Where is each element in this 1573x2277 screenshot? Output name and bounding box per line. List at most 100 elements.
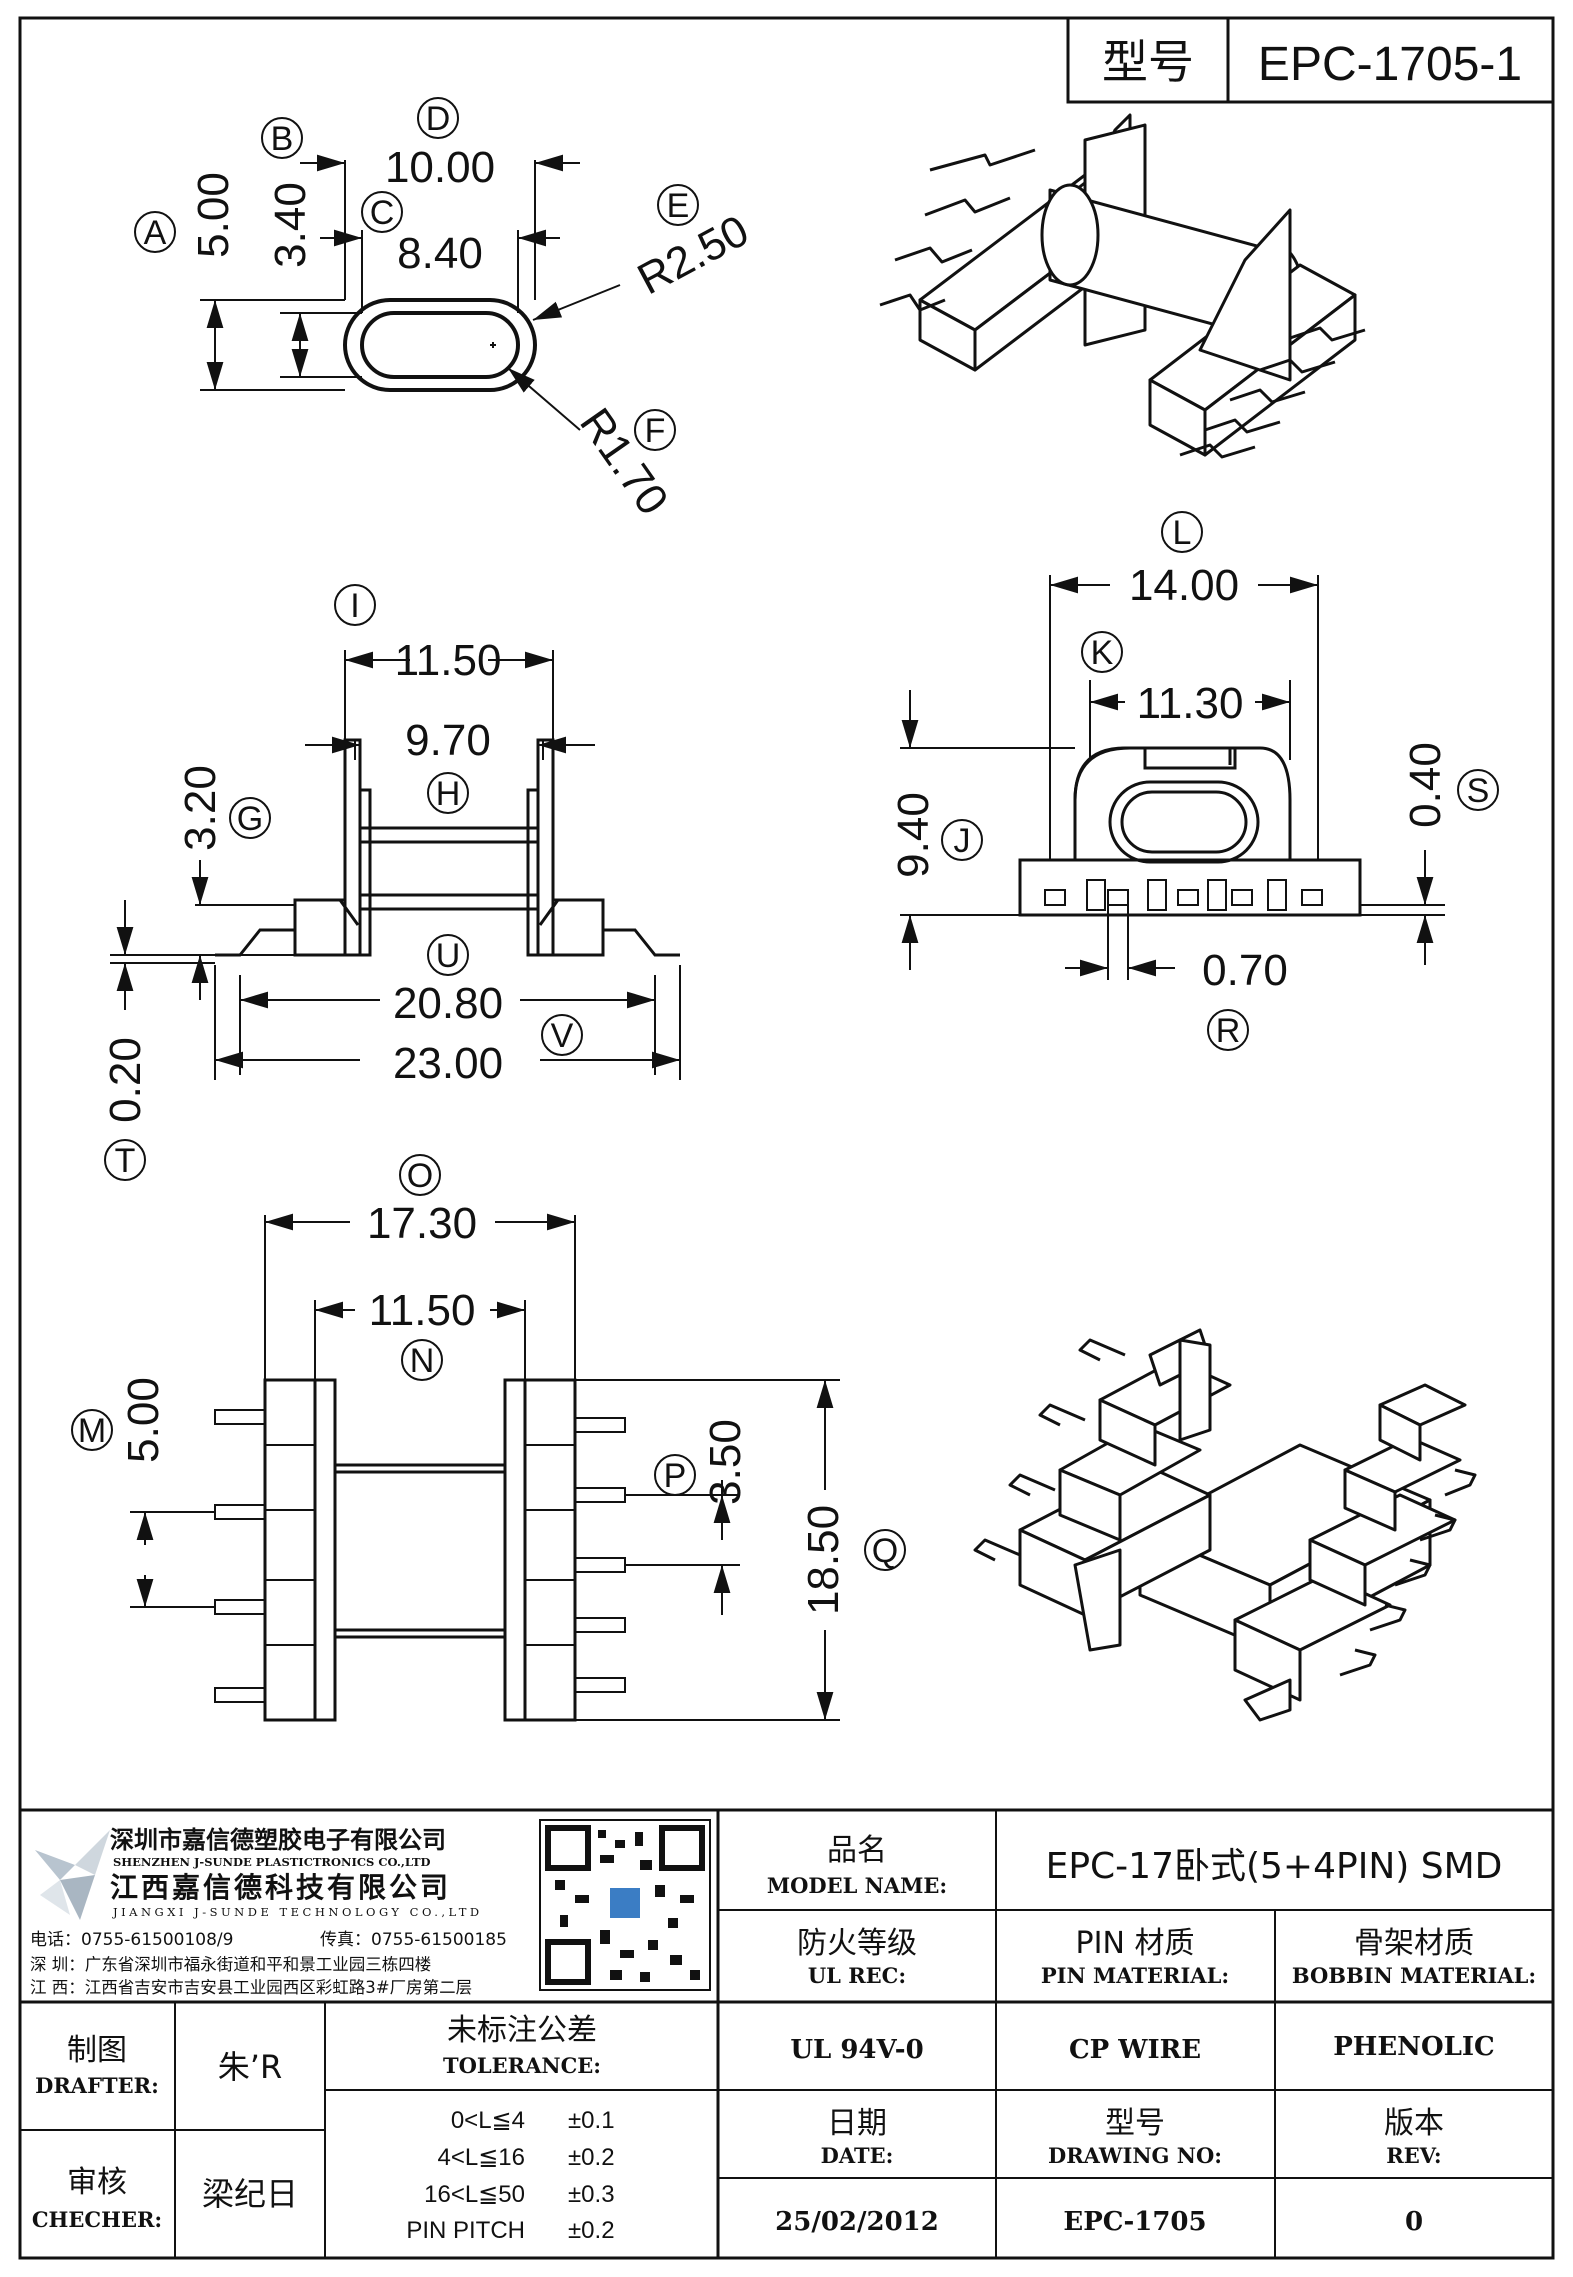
dim-d-letter: D — [426, 100, 451, 138]
rev-en: REV: — [1386, 2143, 1441, 2168]
drawing-no-en: DRAWING NO: — [1048, 2143, 1222, 2168]
checker-en: CHECHER: — [32, 2207, 162, 2232]
dim-p-letter: P — [664, 1457, 687, 1495]
title-block — [20, 1808, 1553, 2258]
qr-dots — [555, 1830, 700, 1982]
dim-c-letter: C — [370, 194, 395, 232]
tolerance-value-4: ±0.2 — [568, 2217, 615, 2244]
company-name-en1: SHENZHEN J-SUNDE PLASTICTRONICS CO.,LTD — [113, 1855, 431, 1869]
dim-o-value: 17.30 — [367, 1199, 477, 1248]
date-en: DATE: — [821, 2143, 894, 2168]
model-name-en: MODEL NAME: — [767, 1873, 947, 1898]
tolerance-value-3: ±0.3 — [568, 2181, 615, 2208]
tolerance-range-1: 0<L≦4 — [451, 2107, 525, 2134]
dim-l-letter: L — [1173, 514, 1192, 552]
isometric-view-top — [879, 113, 1366, 459]
company-logo — [35, 1830, 110, 1920]
bobbin-material-value: PHENOLIC — [1333, 2032, 1494, 2062]
sheet-border — [18, 16, 1555, 2260]
dim-s-letter: S — [1467, 772, 1490, 810]
company-name-cn2: 江西嘉信德科技有限公司 — [110, 1871, 451, 1904]
dim-l-value: 14.00 — [1129, 561, 1239, 610]
dim-v-letter: V — [551, 1017, 574, 1055]
drafter-cn: 制图 — [67, 2033, 127, 2068]
dim-q-value: 18.50 — [799, 1505, 848, 1615]
dim-m-letter: M — [78, 1412, 106, 1450]
dim-q-letter: Q — [872, 1532, 898, 1570]
company-phone: 电话：0755-61500108/9 — [30, 1930, 233, 1950]
dim-i-value: 11.50 — [395, 636, 502, 685]
company-address-jx: 江 西：江西省吉安市吉安县工业园西区彩虹路3#厂房第二层 — [30, 1978, 472, 1997]
end-view — [900, 575, 1445, 980]
dim-d-value: 10.00 — [385, 143, 495, 192]
company-address-sz: 深 圳：广东省深圳市福永街道和平和景工业园三栋四楼 — [30, 1955, 431, 1974]
dim-a-value: 5.00 — [189, 172, 238, 258]
pin-material-cn: PIN 材质 — [1076, 1926, 1195, 1961]
checker-cn: 审核 — [67, 2165, 127, 2200]
model-name-value: EPC-17卧式(5+4PIN) SMD — [1046, 1846, 1503, 1887]
dim-m-value: 5.00 — [119, 1377, 168, 1463]
top-view-labels: O 17.30 11.50 N M 5.00 P 3.50 18.50 Q — [71, 1154, 906, 1615]
tolerance-en: TOLERANCE: — [443, 2053, 601, 2078]
dim-u-value: 20.80 — [393, 979, 503, 1028]
dim-j-letter: J — [954, 822, 971, 860]
dim-g-value: 3.20 — [176, 765, 225, 851]
dim-r-value: 0.70 — [1202, 946, 1288, 995]
model-name-cn: 品名 — [827, 1833, 887, 1868]
side-view-labels: I 11.50 9.70 H 3.20 G U 20.80 V 23.00 0.… — [101, 584, 583, 1181]
dim-o-letter: O — [407, 1157, 433, 1195]
tolerance-value-2: ±0.2 — [568, 2144, 615, 2171]
dim-g-letter: G — [237, 800, 263, 838]
bobbin-material-en: BOBBIN MATERIAL: — [1292, 1963, 1536, 1988]
dim-i-letter: I — [350, 587, 359, 625]
drafter-value: 朱’R — [218, 2048, 282, 2086]
dim-r-letter: R — [1216, 1012, 1241, 1050]
ul-rec-cn: 防火等级 — [797, 1926, 917, 1961]
header-model-value: EPC-1705-1 — [1258, 38, 1522, 91]
side-view — [110, 650, 681, 1080]
header-box: 型号 EPC-1705-1 — [1066, 16, 1555, 104]
dim-e-letter: E — [667, 187, 690, 225]
dim-n-letter: N — [410, 1342, 435, 1380]
dim-t-value: 0.20 — [101, 1037, 150, 1123]
tolerance-range-2: 4<L≦16 — [437, 2144, 525, 2171]
dim-p-value: 3.50 — [701, 1419, 750, 1505]
company-name-cn1: 深圳市嘉信德塑胶电子有限公司 — [110, 1826, 446, 1854]
top-view — [130, 1213, 840, 1722]
dim-h-letter: H — [436, 775, 461, 813]
header-model-label: 型号 — [1102, 35, 1194, 89]
checker-value: 梁纪日 — [202, 2175, 298, 2213]
pin-slot-labels: A 5.00 B 3.40 C 8.40 D 10.00 E R2.50 F R… — [134, 97, 757, 524]
dim-c-value: 8.40 — [397, 229, 483, 278]
company-fax: 传真：0755-61500185 — [320, 1930, 507, 1950]
pin-material-value: CP WIRE — [1069, 2035, 1201, 2065]
bobbin-material-cn: 骨架材质 — [1354, 1926, 1474, 1961]
dim-t-letter: T — [115, 1142, 136, 1180]
drawing-no-cn: 型号 — [1105, 2106, 1165, 2141]
tolerance-cn: 未标注公差 — [447, 2013, 597, 2048]
date-value: 25/02/2012 — [775, 2207, 939, 2237]
drafter-en: DRAFTER: — [35, 2073, 159, 2098]
dim-j-value: 9.40 — [889, 792, 938, 878]
pin-material-en: PIN MATERIAL: — [1041, 1963, 1229, 1988]
isometric-view-bottom — [973, 1328, 1477, 1722]
rev-cn: 版本 — [1384, 2106, 1444, 2141]
dim-b-letter: B — [271, 120, 294, 158]
company-name-en2: JIANGXI J-SUNDE TECHNOLOGY CO.,LTD — [112, 1905, 483, 1919]
dim-h-value: 9.70 — [405, 716, 491, 765]
dim-n-value: 11.50 — [369, 1286, 476, 1335]
dim-f-letter: F — [645, 412, 666, 450]
pin-slot-view — [200, 154, 621, 431]
dim-v-value: 23.00 — [393, 1039, 503, 1088]
rev-value: 0 — [1405, 2207, 1423, 2237]
tolerance-range-4: PIN PITCH — [406, 2217, 525, 2244]
dim-k-letter: K — [1091, 634, 1114, 672]
drawing-no-value: EPC-1705 — [1063, 2207, 1206, 2237]
dim-b-value: 3.40 — [266, 182, 315, 268]
ul-rec-value: UL 94V-0 — [790, 2035, 923, 2065]
ul-rec-en: UL REC: — [808, 1963, 906, 1988]
dim-k-value: 11.30 — [1137, 679, 1244, 728]
date-cn: 日期 — [827, 2106, 887, 2141]
dim-s-value: 0.40 — [1401, 742, 1450, 828]
